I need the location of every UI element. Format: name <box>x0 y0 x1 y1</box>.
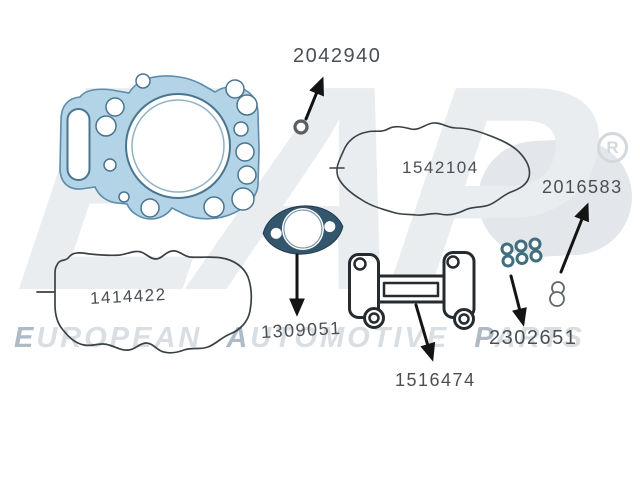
sealing-washer <box>293 119 309 135</box>
part-label-lower-cover-gasket: 1414422 <box>89 285 168 308</box>
part-label-sealing-washer: 2042940 <box>293 45 382 67</box>
valve-cover-gasket-outline <box>329 122 531 216</box>
grommet-set <box>500 237 543 268</box>
watermark-word-parts: PARTS <box>474 322 585 354</box>
manifold-gasket <box>348 251 476 330</box>
arrow-2042940 <box>304 76 324 121</box>
arrow-1516474 <box>414 303 436 362</box>
arrow-1309051 <box>289 253 305 317</box>
watermark-word-automotive: AUTOMOTIVE <box>226 322 450 354</box>
part-label-manifold-gasket: 1516474 <box>395 370 476 390</box>
cylinder-head-gasket <box>59 73 260 220</box>
exhaust-flange-gasket <box>262 205 344 255</box>
double-seal <box>549 281 565 307</box>
part-label-double-seal: 2016583 <box>542 177 623 197</box>
watermark-brand-text: EUROPEAN AUTOMOTIVE PARTS <box>14 322 599 355</box>
part-label-exhaust-flange-gasket: 1309051 <box>260 317 343 343</box>
part-label-valve-cover-gasket: 1542104 <box>402 158 479 177</box>
leader-arrows <box>289 76 589 362</box>
registered-trademark-icon: R <box>597 132 628 163</box>
lower-cover-gasket-outline <box>36 250 253 354</box>
arrow-2016583 <box>559 202 589 274</box>
part-label-grommet-set: 2302651 <box>489 327 578 349</box>
arrow-2302651 <box>509 274 527 327</box>
